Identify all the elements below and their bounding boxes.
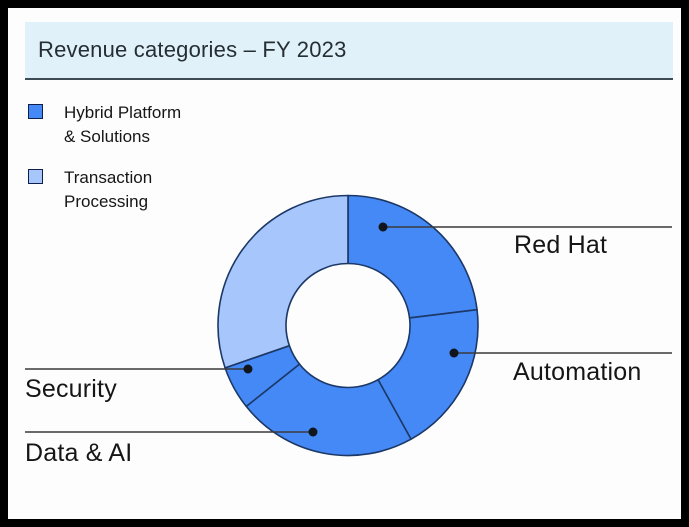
legend-label-hybrid-platform: Hybrid Platform & Solutions (64, 101, 181, 149)
legend-swatch-transaction-processing (28, 169, 43, 184)
legend-item-hybrid-platform: Hybrid Platform & Solutions (28, 101, 181, 149)
callout-dot-automation (449, 348, 459, 358)
callout-dot-data-ai (308, 427, 318, 437)
callout-label-red-hat: Red Hat (514, 231, 608, 259)
legend-label-line2: & Solutions (64, 127, 150, 146)
chart-title-bar: Revenue categories – FY 2023 (25, 22, 673, 80)
legend-label-line2: Processing (64, 192, 149, 211)
callout-label-security: Security (25, 375, 117, 403)
chart-title: Revenue categories – FY 2023 (38, 37, 347, 62)
donut-segment-transaction-processing (217, 194, 349, 369)
legend-label-line1: Transaction (64, 168, 153, 187)
callout-label-automation: Automation (513, 358, 642, 386)
legend-swatch-hybrid-platform (28, 104, 43, 119)
callout-dot-security (243, 364, 253, 374)
legend-label-line1: Hybrid Platform (64, 103, 182, 122)
callout-dot-red-hat (378, 222, 388, 232)
donut-segment-red-hat (347, 194, 478, 319)
callout-label-data-ai: Data & AI (25, 439, 133, 467)
